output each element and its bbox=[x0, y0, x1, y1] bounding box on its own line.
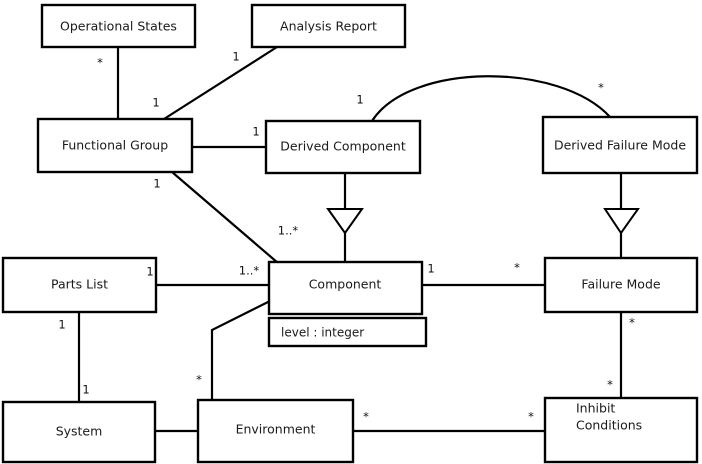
class-label-inhibit-conditions-line1: Inhibit bbox=[576, 401, 615, 416]
multiplicity-component-from-parts-list: 1..* bbox=[239, 264, 260, 278]
class-label-environment: Environment bbox=[236, 422, 316, 437]
multiplicity-inhibit-from-failure-mode: * bbox=[607, 378, 613, 392]
multiplicity-inhibit-from-environment: * bbox=[528, 410, 534, 424]
multiplicity-environment-to-component: * bbox=[196, 373, 202, 387]
class-box-functional-group[interactable] bbox=[36, 117, 194, 174]
multiplicity-parts-list-to-system: 1 bbox=[58, 318, 65, 332]
multiplicity-failure-mode-from-component: * bbox=[514, 261, 520, 275]
class-label-parts-list: Parts List bbox=[51, 277, 108, 292]
class-box-component[interactable] bbox=[267, 260, 424, 316]
class-box-derived-component[interactable] bbox=[264, 119, 422, 175]
class-box-parts-list[interactable] bbox=[1, 256, 158, 314]
multiplicity-component-to-failure-mode: 1 bbox=[427, 262, 434, 276]
class-box-failure-mode[interactable] bbox=[543, 256, 699, 314]
class-label-functional-group: Functional Group bbox=[62, 138, 168, 153]
multiplicity-functional-group-to-operational-states: 1 bbox=[152, 96, 159, 110]
multiplicity-curve-derived-component-end: 1 bbox=[356, 93, 363, 107]
assoc-functional-group-component bbox=[171, 171, 279, 264]
class-label-component: Component bbox=[309, 277, 382, 292]
generalization-triangle-failure-mode bbox=[603, 208, 640, 235]
multiplicity-failure-mode-to-inhibit: * bbox=[629, 316, 635, 330]
class-label-system: System bbox=[56, 424, 103, 439]
class-box-analysis-report[interactable] bbox=[250, 3, 407, 49]
multiplicity-environment-to-inhibit: * bbox=[363, 410, 369, 424]
class-label-analysis-report: Analysis Report bbox=[280, 19, 377, 34]
class-attribute-component-level: level : integer bbox=[281, 326, 364, 340]
assoc-analysis-report-functional-group bbox=[163, 46, 278, 120]
multiplicity-parts-list-to-component: 1 bbox=[146, 265, 153, 279]
multiplicity-derived-component-left-end: 1 bbox=[252, 125, 259, 139]
class-box-derived-failure-mode[interactable] bbox=[541, 115, 699, 175]
class-box-environment[interactable] bbox=[196, 398, 355, 464]
class-label-failure-mode: Failure Mode bbox=[581, 277, 660, 292]
class-label-derived-component: Derived Component bbox=[280, 139, 406, 154]
multiplicity-component-from-functional-group: 1..* bbox=[278, 224, 299, 238]
multiplicity-functional-group-to-component: 1 bbox=[153, 177, 160, 191]
class-label-operational-states: Operational States bbox=[60, 19, 177, 34]
class-box-inhibit-conditions[interactable] bbox=[543, 396, 699, 464]
multiplicity-analysis-report-end: 1 bbox=[232, 50, 239, 64]
assoc-derived-component-derived-failure-mode bbox=[371, 75, 611, 122]
multiplicity-curve-derived-failure-mode-end: * bbox=[598, 81, 604, 95]
class-label-inhibit-conditions-line2: Conditions bbox=[576, 418, 642, 433]
class-box-system[interactable] bbox=[1, 400, 157, 464]
class-label-derived-failure-mode: Derived Failure Mode bbox=[554, 138, 686, 153]
multiplicity-system-to-parts-list: 1 bbox=[82, 383, 89, 397]
generalization-triangle-component bbox=[326, 208, 364, 235]
class-box-operational-states[interactable] bbox=[40, 3, 197, 49]
assoc-environment-component bbox=[210, 296, 279, 400]
class-attribute-compartment-component[interactable] bbox=[267, 316, 428, 348]
multiplicity-operational-states-end: * bbox=[97, 56, 103, 70]
